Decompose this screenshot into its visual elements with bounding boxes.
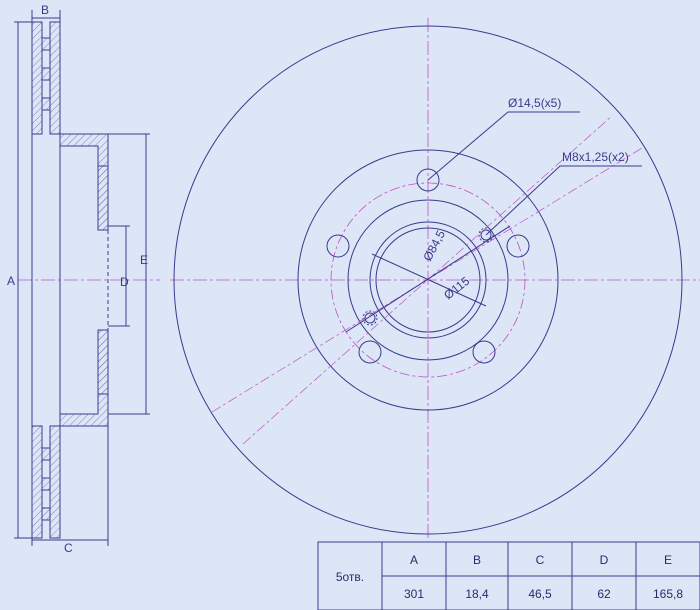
friction-inner-circle xyxy=(297,149,559,411)
callout-thread: M8x1,25(x2) xyxy=(562,150,629,164)
vent-upper-3 xyxy=(41,97,51,111)
spec-value-d: 62 xyxy=(597,587,611,601)
bolt-hole-5 xyxy=(326,234,350,258)
bolt-hole-3 xyxy=(472,340,496,364)
inner-ring-lower xyxy=(49,425,61,539)
spec-header-b: B xyxy=(473,553,481,567)
bolt-hole-4 xyxy=(358,340,382,364)
spec-header-a: A xyxy=(410,553,418,567)
spec-header-d: D xyxy=(600,553,609,567)
spec-table-frame xyxy=(317,541,700,610)
diag-centerline-1 xyxy=(242,115,613,445)
label-c: C xyxy=(64,541,73,555)
bore-circle-outer xyxy=(369,221,487,339)
bolt-hole-2 xyxy=(506,234,530,258)
spec-header-c: C xyxy=(536,553,545,567)
callout-holes: Ø14,5(x5) xyxy=(508,96,561,110)
thread-hole-1 xyxy=(480,229,492,241)
label-d: D xyxy=(120,275,129,289)
spec-value-b: 18,4 xyxy=(465,587,489,601)
side-section-view xyxy=(14,10,160,546)
leader-bore xyxy=(371,253,487,307)
vent-lower-3 xyxy=(41,507,51,521)
spec-value-e: 165,8 xyxy=(653,587,683,601)
vent-lower-2 xyxy=(41,477,51,491)
label-a: A xyxy=(7,274,15,288)
hub-circle xyxy=(347,199,509,361)
outer-ring-lower xyxy=(31,425,43,539)
spec-row-label: 5отв. xyxy=(336,570,364,584)
leader-thread xyxy=(485,165,642,236)
vent-lower-1 xyxy=(41,447,51,461)
bore-circle-inner xyxy=(375,227,481,333)
pcd-circle xyxy=(330,182,526,378)
disc-outer-circle xyxy=(173,25,683,535)
vent-upper-1 xyxy=(41,37,51,51)
hub-flange-upper xyxy=(97,165,109,231)
outer-ring-upper xyxy=(31,21,43,135)
bolt-hole-1 xyxy=(416,168,440,192)
spec-value-c: 46,5 xyxy=(528,587,552,601)
label-b: B xyxy=(41,3,49,17)
spec-header-e: E xyxy=(664,553,672,567)
thread-hole-2-ring xyxy=(362,310,378,326)
vent-upper-2 xyxy=(41,67,51,81)
label-e: E xyxy=(140,253,148,267)
spec-value-a: 301 xyxy=(404,587,424,601)
dim-bore-label: Ø84,5 xyxy=(420,228,448,264)
leader-holes xyxy=(427,111,580,181)
leader-pcd xyxy=(345,225,511,333)
inner-ring-upper xyxy=(49,21,61,135)
front-view xyxy=(170,18,700,540)
spec-table xyxy=(317,541,700,610)
hub-flange-lower xyxy=(97,329,109,395)
